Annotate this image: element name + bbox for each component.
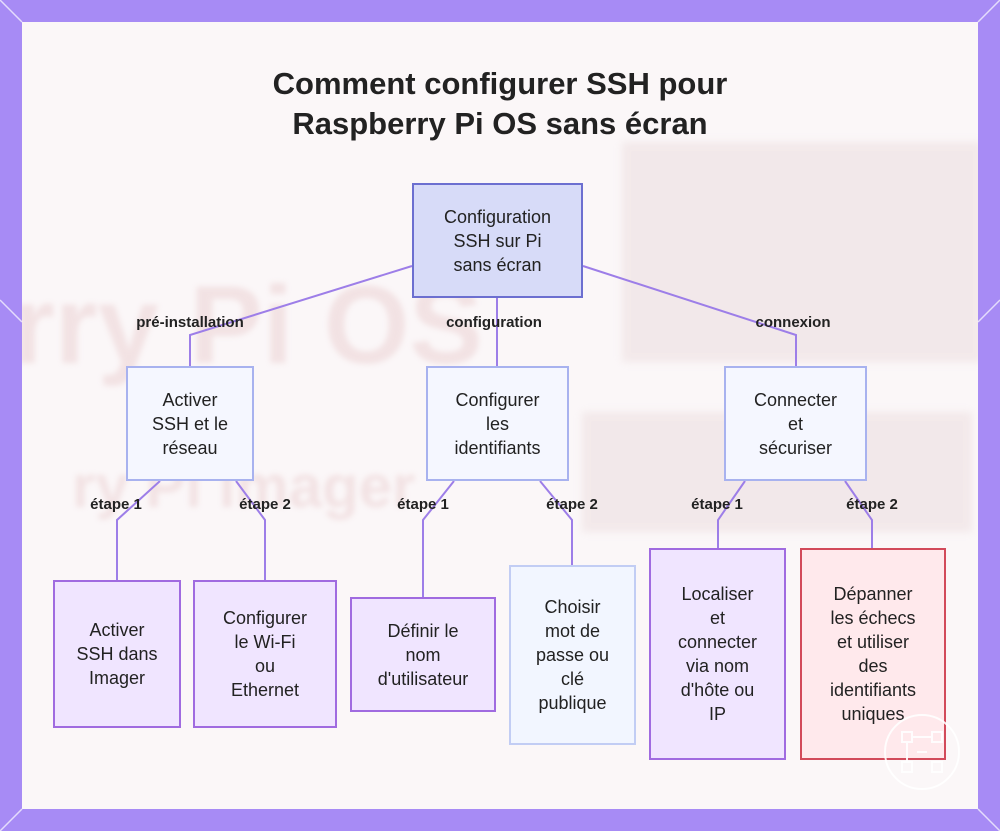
edge-label-configuration: configuration: [446, 314, 542, 331]
node-text-line: Configuration: [443, 206, 552, 227]
node-text-line: le Wi-Fi: [234, 632, 296, 652]
step-node-localiser-connecter: Localiser et connecter via nom d'hôte ou IP: [649, 548, 786, 760]
node-text-line: SSH sur Pi: [453, 230, 542, 251]
node-text-line: identifiants: [829, 680, 917, 700]
node-text-line: Activer: [162, 389, 218, 410]
node-text-line: SSH et le: [151, 413, 229, 434]
step-node-definir-nom: Définir le nom d'utilisateur: [350, 597, 496, 712]
connector-branch-2-step-2: [539, 480, 573, 565]
node-text-line: sans écran: [453, 254, 542, 275]
node-text-line: Imager: [88, 668, 145, 688]
edge-label-step: étape 2: [546, 496, 598, 513]
step-node-choisir-mot-de-passe: Choisir mot de passe ou clé publique: [509, 565, 636, 745]
node-text-line: d'hôte ou: [680, 680, 755, 700]
node-text-line: Connecter: [753, 389, 838, 410]
node-text-line: Ethernet: [230, 680, 300, 700]
node-text-line: nom: [405, 644, 441, 665]
node-text-line: les: [485, 413, 509, 434]
branch-node-connecter-securiser: Connecter et sécuriser: [724, 366, 867, 481]
node-text-line: identifiants: [454, 437, 541, 458]
node-text-line: Activer: [89, 620, 145, 640]
edge-label-step: étape 2: [239, 496, 291, 513]
edge-label-connexion: connexion: [755, 314, 831, 331]
edge-label-step: étape 2: [846, 496, 898, 513]
connector-branch-1-step-1: [116, 480, 161, 580]
node-text-line: ou: [254, 656, 275, 676]
node-text-line: mot de: [544, 621, 601, 641]
connector-branch-3-step-1: [717, 480, 746, 548]
node-text-line: via nom: [685, 656, 750, 676]
node-text-line: sécuriser: [758, 437, 833, 458]
node-text-line: clé: [560, 669, 584, 689]
node-text-line: d'utilisateur: [377, 668, 469, 689]
node-text-line: des: [858, 656, 888, 676]
logo-icon: [884, 714, 960, 790]
edge-label-pre-installation: pré-installation: [136, 314, 244, 331]
step-node-depanner-echecs: Dépanner les échecs et utiliser des identifi…: [800, 548, 946, 760]
diagram-title-line-1: Comment configurer SSH pour: [272, 66, 728, 101]
node-text-line: et: [709, 608, 725, 628]
connector-branch-2-step-1: [422, 480, 455, 597]
node-text-line: IP: [708, 704, 726, 724]
node-text-line: et: [787, 413, 803, 434]
node-text-line: Choisir: [544, 597, 601, 617]
node-text-line: les échecs: [830, 608, 916, 628]
branch-node-configurer-identifiants: Configurer les identifiants: [426, 366, 569, 481]
diagram-title-line-2: Raspberry Pi OS sans écran: [292, 106, 708, 141]
connector-branch-3-step-2: [844, 480, 873, 548]
node-text-line: réseau: [162, 437, 218, 458]
connector-root-branch-1: [189, 265, 413, 366]
node-text-line: uniques: [841, 704, 905, 724]
node-text-line: Localiser: [681, 584, 754, 604]
background-shape: [622, 142, 978, 362]
node-text-line: Définir le: [387, 620, 459, 641]
node-text-line: publique: [538, 693, 607, 713]
node-text-line: SSH dans: [76, 644, 158, 664]
node-text-line: Configurer: [222, 608, 308, 628]
connector-root-branch-3: [582, 265, 797, 366]
edge-label-step: étape 1: [90, 496, 142, 513]
node-text-line: connecter: [677, 632, 758, 652]
node-text-line: Configurer: [455, 389, 540, 410]
connector-branch-1-step-2: [235, 480, 266, 580]
edge-label-step: étape 1: [691, 496, 743, 513]
node-text-line: et utiliser: [836, 632, 910, 652]
node-text-line: Dépanner: [833, 584, 913, 604]
node-text-line: passe ou: [535, 645, 610, 665]
edge-label-step: étape 1: [397, 496, 449, 513]
